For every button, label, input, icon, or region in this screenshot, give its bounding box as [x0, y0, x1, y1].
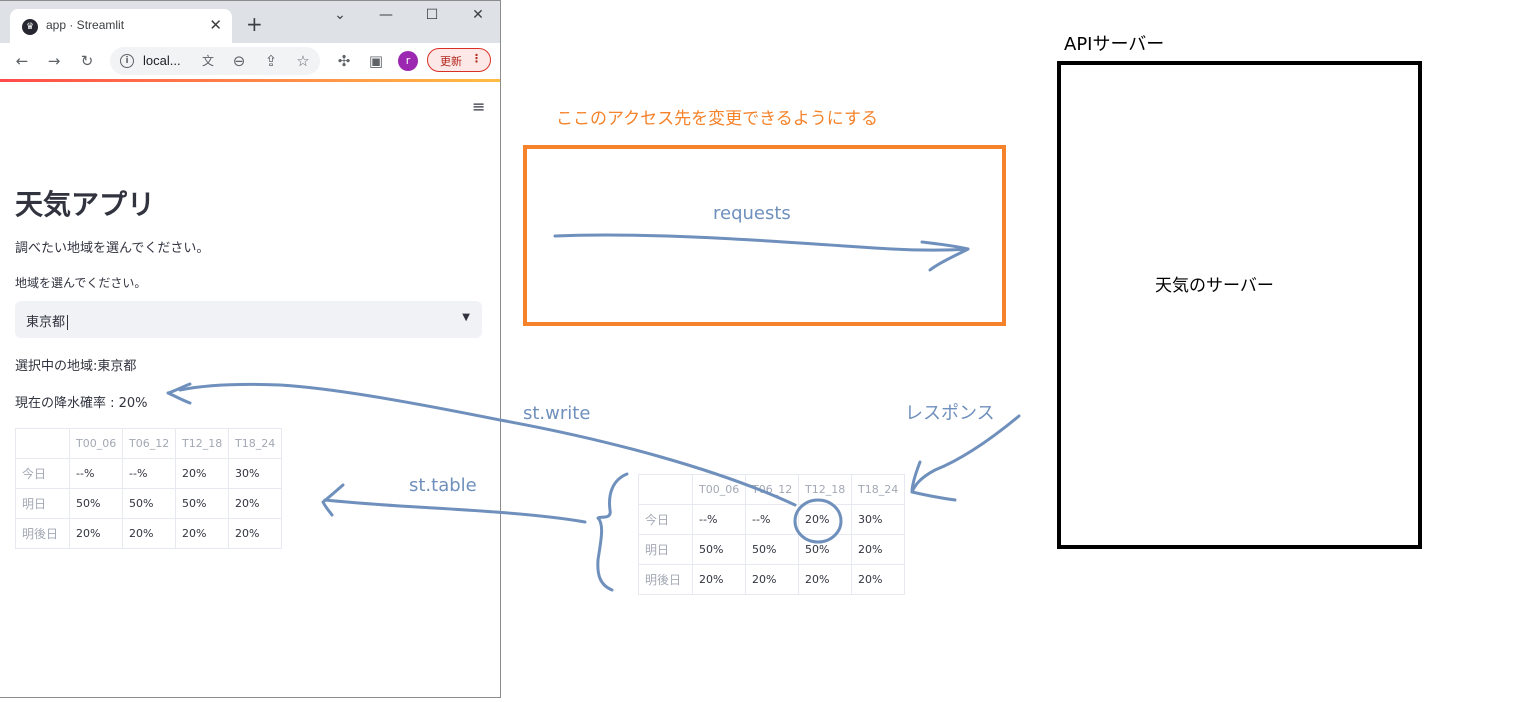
reload-icon[interactable]: ↻	[80, 52, 94, 70]
minimize-button[interactable]: —	[379, 7, 393, 23]
highlight-circle	[793, 498, 843, 544]
requests-label: requests	[713, 203, 791, 224]
update-button[interactable]: 更新 ⋮	[427, 48, 491, 72]
streamlit-accent-bar	[0, 79, 500, 82]
st-write-arrow	[178, 382, 797, 507]
precipitation-table: T00_06 T06_12 T12_18 T18_24 今日 --% --% 2…	[15, 428, 282, 549]
chevron-down-icon[interactable]: ▼	[462, 312, 470, 323]
table-cell: 20%	[798, 564, 852, 595]
st-write-label: st.write	[523, 403, 591, 424]
zoom-icon[interactable]: ⊖	[232, 52, 246, 70]
region-select[interactable]: 東京都 ▼	[15, 301, 482, 338]
table-header-cell: T06_12	[122, 428, 176, 459]
table-cell: 50%	[69, 488, 123, 519]
table-cell: --%	[692, 504, 746, 535]
tab-strip: ♛ app · Streamlit ✕ + ⌄ — ☐ ✕	[0, 1, 500, 43]
instruction-text: 調べたい地域を選んでください。	[15, 241, 210, 256]
table-header-cell: T00_06	[69, 428, 123, 459]
row-header: 明日	[15, 488, 70, 519]
table-header-cell: T00_06	[692, 474, 746, 505]
requests-box	[523, 145, 1006, 326]
table-brace	[596, 472, 629, 592]
st-table-arrowhead	[321, 483, 345, 517]
update-button-label: 更新	[440, 55, 462, 68]
requests-arrowhead	[920, 240, 970, 272]
table-cell: 30%	[228, 458, 282, 489]
row-header: 明後日	[15, 518, 70, 549]
row-header: 明後日	[638, 564, 693, 595]
sidepanel-icon[interactable]: ▣	[368, 52, 384, 70]
address-bar[interactable]: i local...	[110, 47, 320, 75]
api-server-title: APIサーバー	[1064, 34, 1165, 55]
tab-title: app · Streamlit	[46, 18, 125, 32]
table-cell: 20%	[175, 458, 229, 489]
response-table: T00_06 T06_12 T12_18 T18_24 今日 --% --% 2…	[638, 474, 905, 595]
st-table-label: st.table	[409, 475, 477, 496]
table-cell: 30%	[851, 504, 905, 535]
table-cell: 20%	[692, 564, 746, 595]
maximize-button[interactable]: ☐	[425, 7, 439, 23]
close-tab-icon[interactable]: ✕	[209, 16, 222, 34]
tab-app-streamlit[interactable]: ♛ app · Streamlit ✕	[10, 9, 232, 43]
table-cell: 20%	[851, 564, 905, 595]
table-row: 明後日 20% 20% 20% 20%	[15, 518, 282, 549]
table-cell: 20%	[851, 534, 905, 565]
browser-toolbar: ← → ↻ i local... 文 ⊖ ⇪ ☆ ✣ ▣ r 更新 ⋮	[0, 43, 500, 79]
table-header-cell: T18_24	[851, 474, 905, 505]
weather-server-label: 天気のサーバー	[1155, 276, 1274, 296]
row-header: 今日	[15, 458, 70, 489]
forward-icon[interactable]: →	[47, 52, 61, 70]
back-icon[interactable]: ←	[15, 52, 29, 70]
url-text: local...	[143, 53, 181, 68]
table-cell: 20%	[745, 564, 799, 595]
table-row: 明日 50% 50% 50% 20%	[638, 534, 905, 565]
select-label: 地域を選んでください。	[15, 276, 147, 290]
info-icon[interactable]: i	[120, 54, 134, 68]
access-target-note: ここのアクセス先を変更できるようにする	[556, 109, 878, 129]
response-arrow	[910, 414, 1021, 494]
share-icon[interactable]: ⇪	[264, 52, 278, 70]
table-header-cell	[638, 474, 693, 505]
st-write-arrowhead	[166, 382, 192, 405]
table-row: 今日 --% --% 20% 30%	[15, 458, 282, 489]
close-window-button[interactable]: ✕	[472, 7, 484, 23]
extensions-icon[interactable]: ✣	[337, 52, 351, 70]
row-header: 明日	[638, 534, 693, 565]
tab-search-dropdown-icon[interactable]: ⌄	[334, 7, 346, 23]
page-title: 天気アプリ	[15, 188, 156, 221]
table-header-cell: T18_24	[228, 428, 282, 459]
hamburger-menu-icon[interactable]: ≡	[472, 97, 486, 116]
table-cell: 20%	[122, 518, 176, 549]
table-cell: 20%	[228, 518, 282, 549]
profile-avatar[interactable]: r	[398, 51, 418, 71]
st-table-arrow	[323, 498, 587, 524]
requests-arrow	[553, 233, 970, 252]
star-icon[interactable]: ☆	[296, 52, 310, 70]
new-tab-button[interactable]: +	[246, 12, 263, 36]
translate-icon[interactable]: 文	[201, 54, 214, 68]
response-arrowhead	[910, 460, 957, 502]
selected-region-text: 選択中の地域:東京都	[15, 359, 137, 374]
browser-window: ♛ app · Streamlit ✕ + ⌄ — ☐ ✕ ← → ↻ i lo…	[0, 0, 501, 698]
table-row: 今日 --% --% 20% 30%	[638, 504, 905, 535]
response-label: レスポンス	[905, 403, 995, 424]
weather-server-box	[1057, 61, 1422, 549]
table-cell: 50%	[745, 534, 799, 565]
streamlit-favicon-icon: ♛	[22, 19, 38, 35]
region-select-value: 東京都	[26, 311, 69, 330]
more-icon: ⋮	[471, 52, 482, 65]
table-cell: 20%	[69, 518, 123, 549]
precipitation-now-text: 現在の降水確率 : 20%	[15, 396, 148, 411]
table-cell: --%	[69, 458, 123, 489]
table-row: 明後日 20% 20% 20% 20%	[638, 564, 905, 595]
table-header-row: T00_06 T06_12 T12_18 T18_24	[15, 428, 282, 459]
